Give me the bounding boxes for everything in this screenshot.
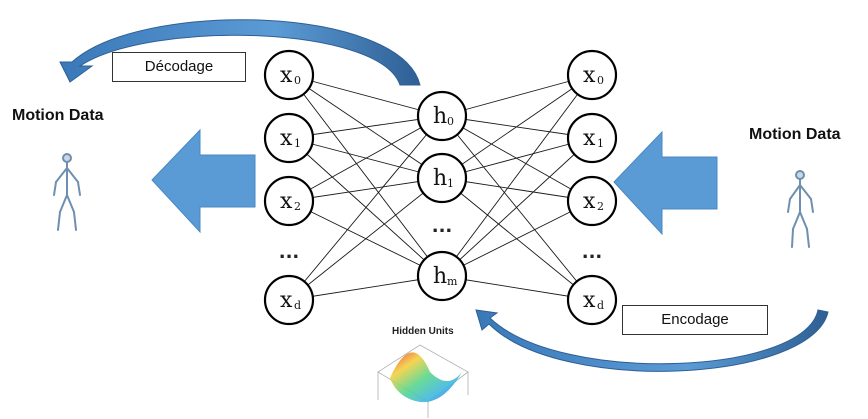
input-node-1-symbol: x bbox=[280, 126, 293, 151]
hidden-node-2-subscript: m bbox=[447, 275, 458, 288]
hidden-node-2-symbol: h bbox=[433, 264, 447, 289]
edge-input-1-hidden-0 bbox=[288, 115, 443, 139]
decode-block-arrow bbox=[151, 128, 256, 234]
input-node-1-circle bbox=[263, 112, 315, 164]
output-node-0-subscript: 0 bbox=[597, 74, 604, 87]
hidden-node-1-circle bbox=[416, 152, 468, 204]
output-ellipsis: ... bbox=[582, 242, 603, 263]
hidden-units-label: Hidden Units bbox=[392, 326, 454, 337]
input-node-2-symbol: x bbox=[280, 189, 293, 214]
edge-hidden-0-output-0 bbox=[441, 74, 593, 117]
output-node-0-circle bbox=[566, 49, 618, 101]
output-node-2-subscript: 2 bbox=[597, 200, 604, 213]
edge-hidden-2-output-1 bbox=[441, 137, 593, 277]
output-node-0-symbol: x bbox=[583, 63, 596, 88]
edge-hidden-2-output-3 bbox=[441, 275, 593, 301]
output-node-3-subscript: d bbox=[597, 299, 604, 312]
input-node-0-circle bbox=[263, 49, 315, 101]
output-node-2-symbol: x bbox=[583, 189, 596, 214]
edge-hidden-1-output-0 bbox=[441, 74, 593, 179]
edge-input-3-hidden-2 bbox=[288, 275, 443, 301]
edge-input-0-hidden-0 bbox=[288, 74, 443, 117]
motion-figure-left bbox=[53, 153, 81, 231]
hidden-node-1-subscript: 1 bbox=[447, 177, 454, 190]
input-node-3-circle bbox=[263, 274, 315, 326]
edge-hidden-2-output-0 bbox=[441, 74, 593, 277]
output-node-1-symbol: x bbox=[583, 126, 596, 151]
output-node-1-circle bbox=[566, 112, 618, 164]
output-node-1-subscript: 1 bbox=[597, 137, 604, 150]
input-ellipsis: ... bbox=[279, 242, 300, 263]
hidden-node-1-symbol: h bbox=[433, 166, 447, 191]
motion-data-right-label: Motion Data bbox=[749, 126, 841, 143]
edge-input-0-hidden-1 bbox=[288, 74, 443, 179]
edge-input-2-hidden-0 bbox=[288, 115, 443, 202]
input-node-3-subscript: d bbox=[294, 299, 301, 312]
hidden-node-0-circle bbox=[416, 90, 468, 142]
edge-input-1-hidden-2 bbox=[288, 137, 443, 277]
encode-block-arrow bbox=[613, 130, 718, 236]
hidden-units-surface-plot bbox=[377, 344, 469, 418]
output-node-2-circle bbox=[566, 175, 618, 227]
encode-curved-arrow bbox=[475, 309, 829, 372]
edge-input-2-hidden-1 bbox=[288, 177, 443, 202]
hidden-node-0-subscript: 0 bbox=[447, 115, 454, 128]
edge-hidden-2-output-2 bbox=[441, 200, 593, 277]
input-node-1-subscript: 1 bbox=[294, 137, 301, 150]
motion-figure-right bbox=[787, 170, 814, 248]
edge-hidden-0-output-3 bbox=[441, 115, 593, 301]
output-node-3-symbol: x bbox=[583, 288, 596, 313]
decode-curved-arrow bbox=[59, 19, 421, 86]
encode-label-box: Encodage bbox=[622, 305, 768, 335]
output-node-3-circle bbox=[566, 274, 618, 326]
hidden-node-2-circle bbox=[416, 250, 468, 302]
input-node-3-symbol: x bbox=[280, 288, 293, 313]
motion-data-left-label: Motion Data bbox=[12, 107, 104, 124]
decode-label: Décodage bbox=[144, 58, 214, 75]
input-node-0-symbol: x bbox=[280, 63, 293, 88]
hidden-node-0-symbol: h bbox=[433, 104, 447, 129]
edge-input-3-hidden-0 bbox=[288, 115, 443, 301]
edge-input-3-hidden-1 bbox=[288, 177, 443, 301]
input-node-0-subscript: 0 bbox=[294, 74, 301, 87]
edge-hidden-0-output-2 bbox=[441, 115, 593, 202]
edge-input-0-hidden-2 bbox=[288, 74, 443, 277]
decode-label-box: Décodage bbox=[112, 52, 246, 82]
edge-hidden-1-output-1 bbox=[441, 137, 593, 179]
edge-hidden-1-output-2 bbox=[441, 177, 593, 202]
encode-label: Encodage bbox=[661, 311, 729, 328]
input-node-2-subscript: 2 bbox=[294, 200, 301, 213]
network-edges bbox=[288, 74, 593, 301]
input-node-2-circle bbox=[263, 175, 315, 227]
hidden-ellipsis: ... bbox=[432, 216, 453, 237]
